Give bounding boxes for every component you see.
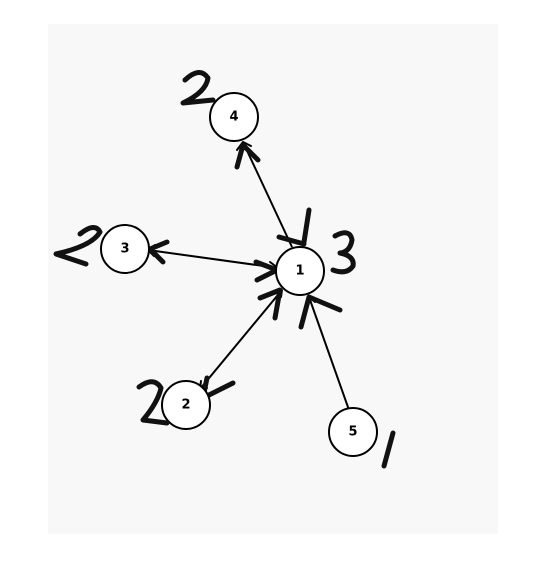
diagram-canvas [48, 24, 498, 534]
edge-5-1 [308, 296, 350, 411]
edge-2-1 [199, 289, 283, 390]
nodes: 4 3 1 2 5 [100, 92, 378, 457]
node-3-label: 3 [120, 242, 129, 257]
degree-annotations [53, 70, 396, 469]
node-5[interactable]: 5 [328, 407, 378, 457]
node-3[interactable]: 3 [100, 224, 150, 274]
degree-note-node3 [53, 225, 103, 267]
node-4[interactable]: 4 [209, 92, 259, 142]
degree-note-node4 [180, 70, 216, 106]
node-2[interactable]: 2 [161, 380, 211, 430]
hand-arrow-node4 [234, 142, 261, 170]
edge-1-4-arrowhead [236, 141, 252, 151]
node-4-label: 4 [229, 110, 238, 125]
node-2-label: 2 [181, 398, 190, 413]
hand-arrow-node1-bottom-left [257, 287, 283, 321]
degree-note-node2 [136, 379, 170, 426]
handdrawn-arrows [147, 142, 343, 401]
edge-1-3 [147, 249, 279, 269]
node-1[interactable]: 1 [275, 246, 325, 296]
edge-1-4 [242, 141, 293, 248]
hand-arrow-node1-bottom-right [298, 294, 343, 330]
degree-note-node5 [381, 430, 396, 469]
node-5-label: 5 [348, 425, 357, 440]
hand-arrow-node1-top [276, 207, 312, 247]
degree-note-node1 [330, 230, 356, 275]
node-1-label: 1 [295, 264, 304, 279]
